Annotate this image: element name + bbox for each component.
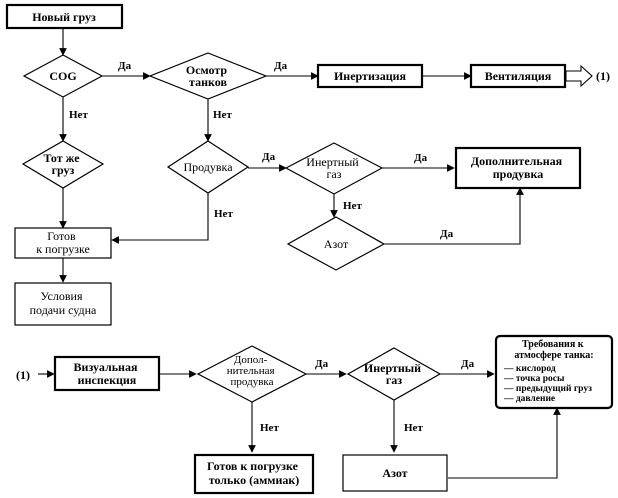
node-ship-conditions: Условия подачи судна <box>14 282 112 326</box>
label-no: Нет <box>404 422 423 434</box>
edge-nitrogen-addpurge <box>384 187 524 245</box>
decision-same-cargo: Тот же груз <box>21 140 105 189</box>
decision-tank-inspection: Осмотр танков <box>148 52 268 100</box>
node-new-cargo: Новый груз <box>5 3 124 30</box>
decision-inert-gas-bottom: Инертный газ <box>346 347 442 401</box>
svg-text:Условия подачи судна: Условия подачи судна <box>30 289 97 317</box>
label-no: Нет <box>214 208 233 220</box>
decision-cog: COG <box>22 54 104 98</box>
label-yes: Да <box>461 358 475 370</box>
edge-labels: Да Да Нет Нет Да Да Нет Да Нет Да Да Нет… <box>69 60 475 434</box>
decision-nitrogen: Азот <box>286 216 386 271</box>
decision-additional-purge: Допол- нительная продувка <box>196 345 308 403</box>
svg-text:Дополнительная продувка: Дополнительная продувка <box>471 154 565 181</box>
label-no: Нет <box>260 422 279 434</box>
label-no: Нет <box>213 109 232 121</box>
edge-nitrogen-requirements <box>448 407 561 479</box>
svg-text:Азот: Азот <box>382 466 407 480</box>
svg-text:Тот же груз: Тот же груз <box>43 151 82 177</box>
connector-out: (1) <box>565 64 610 88</box>
svg-text:— кислород — точка росы: — кислород — точка росы — предыдущий гру… <box>503 364 594 404</box>
edges <box>38 28 561 479</box>
label-no: Нет <box>343 200 362 212</box>
svg-text:COG: COG <box>49 69 76 83</box>
svg-text:Инертный газ: Инертный газ <box>364 361 424 387</box>
svg-text:Инертизация: Инертизация <box>334 69 407 83</box>
node-nitrogen-bottom: Азот <box>342 454 448 492</box>
svg-text:Азот: Азот <box>324 237 349 251</box>
label-yes: Да <box>262 151 276 163</box>
node-additional-purge: Дополнительная продувка <box>454 146 582 190</box>
svg-text:Готов к погрузке: Готов к погрузке <box>36 229 90 256</box>
svg-text:Инертный газ: Инертный газ <box>306 155 361 181</box>
hollow-arrow-icon <box>565 64 593 88</box>
ref-in: (1) <box>16 368 30 382</box>
svg-text:Требования к атмосфере т: Требования к атмосфере танка: <box>514 339 593 361</box>
edge-purge-ready <box>111 193 209 244</box>
svg-text:Визуальная инспекция: Визуальная инспекция <box>74 360 141 387</box>
svg-text:Осмотр танков: Осмотр танков <box>186 63 230 89</box>
node-ventilation: Вентиляция <box>469 63 567 89</box>
new-cargo-text: Новый груз <box>32 10 96 24</box>
decision-purge: Продувка <box>166 140 250 194</box>
ref-out: (1) <box>596 69 610 83</box>
svg-text:Продувка: Продувка <box>183 160 233 174</box>
label-yes: Да <box>118 60 132 72</box>
svg-text:Допол- нительная п: Допол- нительная продувка <box>227 354 278 388</box>
label-yes: Да <box>414 152 428 164</box>
node-inerting: Инертизация <box>316 63 424 89</box>
node-ready-ammonia: Готов к погрузке только (аммиак) <box>193 453 315 495</box>
label-yes: Да <box>274 60 288 72</box>
node-ready-loading: Готов к погрузке <box>14 227 112 259</box>
svg-text:Вентиляция: Вентиляция <box>485 69 552 83</box>
node-visual-inspection: Визуальная инспекция <box>53 355 161 392</box>
label-no: Нет <box>69 109 88 121</box>
label-yes: Да <box>440 228 454 240</box>
decision-inert-gas: Инертный газ <box>284 142 384 195</box>
node-requirements: Требования к атмосфере танка: — кислород… <box>494 334 614 410</box>
label-yes: Да <box>315 358 329 370</box>
svg-text:Готов к погрузке только: Готов к погрузке только (аммиак) <box>207 459 301 487</box>
